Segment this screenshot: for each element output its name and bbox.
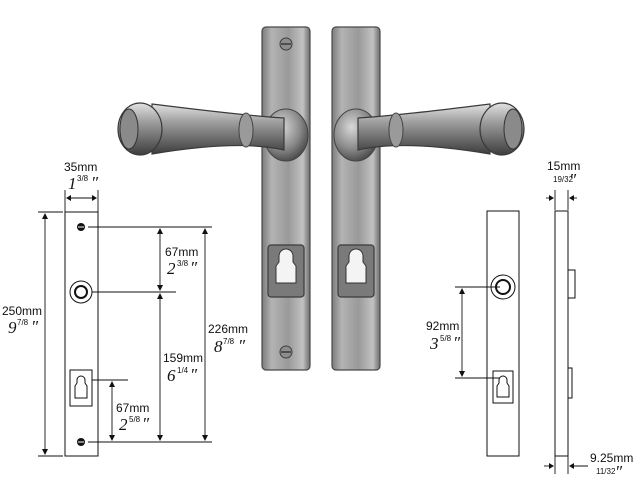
spindle-to-bottom-inch-whole: 6 [167,366,176,385]
spindle-to-bottom-inch-frac: 1/4 [177,366,189,375]
inch-mark: ″ [453,333,461,352]
fixing-centres-mm-label: 226mm [208,322,248,336]
inch-mark: ″ [569,170,577,189]
width-inch-whole: 1 [68,174,77,193]
cylinder-outline [69,369,93,407]
cylinder-to-bottom-inch-frac: 5/8 [129,415,141,424]
left-handle-photo [117,26,311,371]
front-elevation-drawing [38,190,212,457]
projection-inch-label: 19/32 [553,175,574,184]
inch-mark: ″ [31,317,39,336]
width-inch-frac: 3/8 [77,174,89,183]
side-plate-outline [486,210,520,457]
side-centres-inch-frac: 5/8 [440,334,452,343]
side-centres-inch-whole: 3 [429,334,439,353]
front-plate-outline [64,211,99,457]
inch-mark: ″ [91,173,99,192]
thickness-inch-label: 11/32 [596,467,616,476]
top-to-spindle-mm-label: 67mm [165,245,198,259]
keyhole-icon [275,248,297,284]
top-to-spindle-inch-frac: 3/8 [177,259,189,268]
projection-mm-label: 15mm [547,159,580,173]
thickness-mm-label: 9.25mm [590,451,633,465]
cylinder-to-bottom-inch-whole: 2 [119,415,128,434]
fixing-centres-inch-whole: 8 [214,337,223,356]
keyhole-icon [74,375,88,399]
side-elevation-drawing [455,190,588,474]
total-height-inch-frac: 7/8 [17,318,29,327]
inch-mark: ″ [615,462,623,480]
inch-mark: ″ [190,258,198,277]
keyhole-icon [496,375,510,398]
side-centres-mm-label: 92mm [426,319,459,333]
keyhole-icon [345,248,367,284]
right-handle-photo [331,26,525,371]
plate-edge-profile [554,210,569,457]
total-height-mm-label: 250mm [2,304,42,318]
right-backplate [331,26,381,371]
inch-mark: ″ [142,414,150,433]
total-height-inch-whole: 9 [8,318,17,337]
cylinder-to-bottom-mm-label: 67mm [116,401,149,415]
left-backplate [261,26,311,371]
spindle-to-bottom-mm-label: 159mm [163,351,203,365]
top-to-spindle-inch-whole: 2 [167,259,176,278]
width-mm-label: 35mm [64,160,97,174]
inch-mark: ″ [238,336,246,355]
fixing-centres-inch-frac: 7/8 [223,337,235,346]
inch-mark: ″ [190,365,198,384]
